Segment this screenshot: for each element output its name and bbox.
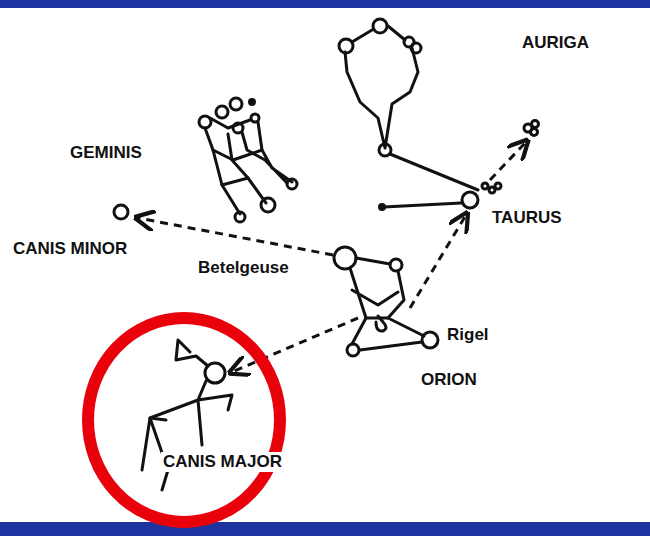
star-label: Betelgeuse	[198, 258, 289, 278]
red-circle	[82, 312, 286, 528]
bottom-bar	[0, 522, 650, 536]
highlight-circle: CANIS MAJOR	[82, 312, 286, 528]
star-label: Rigel	[447, 325, 489, 345]
constellation-label: CANIS MAJOR	[161, 452, 284, 472]
top-bar	[0, 0, 650, 8]
constellation-label: ORION	[421, 370, 477, 390]
constellation-label: TAURUS	[492, 208, 562, 228]
constellation-label: AURIGA	[522, 33, 589, 53]
constellation-label: GEMINIS	[70, 143, 142, 163]
constellation-label: CANIS MINOR	[13, 239, 127, 259]
